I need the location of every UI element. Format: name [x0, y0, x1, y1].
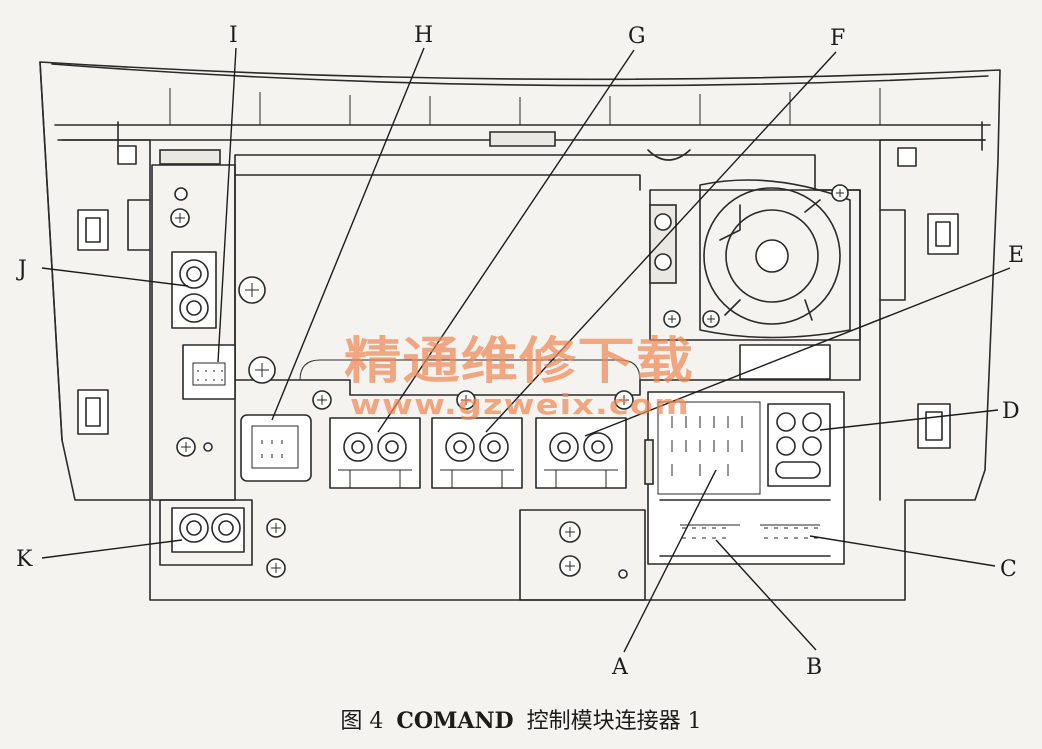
- callout-a: A: [611, 655, 629, 680]
- callout-h: H: [414, 23, 433, 48]
- callout-b: B: [806, 655, 822, 680]
- callout-d: D: [1002, 399, 1020, 424]
- callout-f: F: [830, 26, 845, 51]
- callout-j: J: [16, 257, 27, 282]
- fan-mechanism: [649, 179, 861, 380]
- callout-g: G: [628, 24, 646, 49]
- connector-e: [535, 390, 634, 489]
- caption-figure-number: 图 4: [340, 709, 384, 734]
- connector-main-abcd: [644, 391, 845, 565]
- callout-c: C: [1000, 557, 1017, 582]
- callout-e: E: [1008, 243, 1024, 268]
- callout-i: I: [229, 23, 238, 48]
- connector-g: [312, 390, 421, 489]
- watermark: 精通维修下载 www.gzweix.com: [344, 332, 694, 421]
- connector-h: [176, 414, 312, 482]
- figure-caption: 图 4 COMAND 控制模块连接器 1: [0, 703, 1042, 735]
- caption-model: COMAND: [396, 708, 514, 734]
- connector-k: [159, 499, 286, 578]
- watermark-title: 精通维修下载: [344, 332, 694, 390]
- housing: [39, 61, 1001, 601]
- callout-k: K: [16, 547, 33, 572]
- watermark-url: www.gzweix.com: [350, 388, 690, 421]
- caption-text: 控制模块连接器 1: [526, 709, 702, 734]
- lower-plate: [519, 509, 646, 601]
- left-subpanel: [151, 149, 276, 501]
- leader-lines: [41, 47, 1011, 653]
- connector-f: [431, 390, 523, 489]
- callout-labels: I H G F E D C B A J K: [16, 23, 1024, 680]
